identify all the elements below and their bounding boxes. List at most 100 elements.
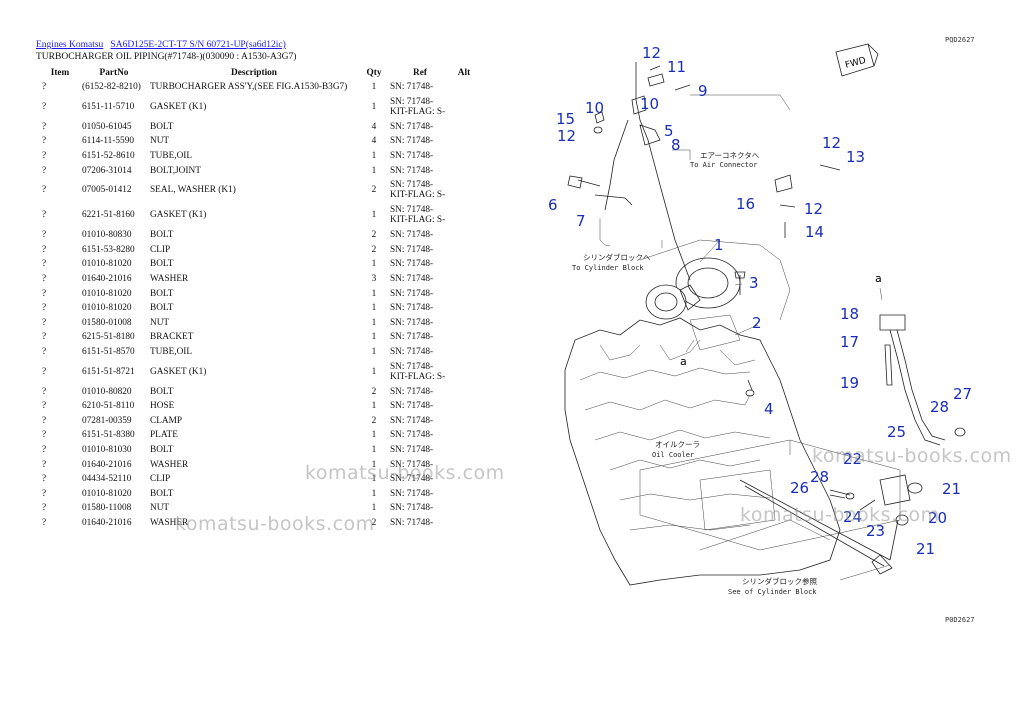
cell-item: ? — [42, 332, 47, 343]
ref-serial: SN: 71748- — [390, 244, 434, 255]
callout-label[interactable]: 10 — [585, 99, 604, 117]
breadcrumb-link-engines[interactable]: Engines Komatsu — [36, 40, 104, 50]
callout-label[interactable]: 16 — [736, 195, 755, 213]
callout-label[interactable]: 11 — [667, 58, 686, 76]
callout-label[interactable]: 21 — [942, 480, 961, 498]
cell-description: GASKET (K1) — [150, 210, 207, 221]
note-see-jp: シリンダブロック参照 — [742, 576, 817, 586]
marker-a-right: a — [875, 272, 882, 285]
callout-label[interactable]: 13 — [846, 148, 865, 166]
callout-label[interactable]: 23 — [866, 522, 885, 540]
cell-ref: SN: 71748- — [388, 134, 452, 149]
ref-serial: SN: 71748- — [390, 332, 434, 343]
cell-qty: 1 — [371, 165, 377, 176]
ref-serial: SN: 71748- — [390, 121, 434, 132]
turbocharger-drawing — [645, 257, 741, 351]
callout-label[interactable]: 4 — [764, 400, 774, 418]
callout-label[interactable]: 24 — [843, 508, 862, 526]
callout-label[interactable]: 27 — [953, 385, 972, 403]
diagram-code-top: PQD2627 — [945, 36, 975, 44]
callout-label[interactable]: 12 — [822, 134, 841, 152]
callout-label[interactable]: 22 — [843, 450, 862, 468]
cell-item: ? — [42, 488, 47, 499]
cell-description: BOLT,JOINT — [150, 165, 201, 176]
cell-description: TUBE,OIL — [150, 151, 193, 162]
callout-label[interactable]: 14 — [805, 223, 824, 241]
diagram-code-bottom: P0D2627 — [945, 616, 975, 624]
callout-label[interactable]: 12 — [642, 44, 661, 62]
cell-ref: SN: 71748- — [388, 120, 452, 135]
callout-label[interactable]: 12 — [804, 200, 823, 218]
ref-serial: SN: 71748- — [390, 459, 434, 470]
cell-ref: SN: 71748- — [388, 345, 452, 360]
cell-item: ? — [42, 459, 47, 470]
cell-ref: SN: 71748- — [388, 501, 452, 516]
cell-item: ? — [42, 517, 47, 528]
callout-label[interactable]: 10 — [640, 95, 659, 113]
cell-description: NUT — [150, 317, 170, 328]
cell-partno: 6151-52-8610 — [82, 151, 135, 162]
cell-ref: SN: 71748- — [388, 163, 452, 178]
parts-table-body: ?(6152-82-8210)TURBOCHARGER ASS'Y,(SEE F… — [36, 80, 476, 530]
cell-partno: 01640-21016 — [82, 517, 132, 528]
callout-label[interactable]: 17 — [840, 333, 859, 351]
table-row: ?(6152-82-8210)TURBOCHARGER ASS'Y,(SEE F… — [36, 80, 476, 95]
cell-description: CLIP — [150, 474, 171, 485]
cell-qty: 2 — [371, 230, 377, 241]
cell-description: BRACKET — [150, 332, 194, 343]
marker-a-right-arrow — [879, 287, 883, 301]
cell-partno: 01010-80820 — [82, 386, 132, 397]
ref-serial: SN: 71748- — [390, 288, 434, 299]
cell-partno: 01010-81020 — [82, 288, 132, 299]
ref-serial: SN: 71748- — [390, 97, 434, 108]
note-cyl-en: To Cylinder Block — [572, 264, 644, 272]
callout-label[interactable]: 1 — [714, 236, 724, 254]
cell-partno: 07206-31014 — [82, 165, 132, 176]
note-air-en: To Air Connector — [690, 161, 757, 169]
cell-partno: 6114-11-5590 — [82, 136, 134, 147]
cell-description: BOLT — [150, 303, 174, 314]
callout-label[interactable]: 20 — [928, 509, 947, 527]
cell-ref: SN: 71748- — [388, 286, 452, 301]
callout-label[interactable]: 8 — [671, 136, 681, 154]
cell-partno: 01010-81030 — [82, 444, 132, 455]
callout-label[interactable]: 28 — [930, 398, 949, 416]
callout-label[interactable]: 26 — [790, 479, 809, 497]
breadcrumb-link-model[interactable]: SA6D125E-2CT-T7 S/N 60721-UP(sa6d12ic) — [110, 40, 286, 50]
callout-label[interactable]: 18 — [840, 305, 859, 323]
cell-description: TUBE,OIL — [150, 347, 193, 358]
cell-item: ? — [42, 210, 47, 221]
callout-label[interactable]: 15 — [556, 110, 575, 128]
cell-item: ? — [42, 303, 47, 314]
callout-label[interactable]: 9 — [698, 82, 708, 100]
cell-item: ? — [42, 274, 47, 285]
callout-label[interactable]: 12 — [557, 127, 576, 145]
cell-ref: SN: 71748- — [388, 272, 452, 287]
callout-label[interactable]: 28 — [810, 468, 829, 486]
cell-item: ? — [42, 444, 47, 455]
callout-label[interactable]: 21 — [916, 540, 935, 558]
callout-label[interactable]: 7 — [576, 212, 586, 230]
callout-label[interactable]: 5 — [664, 122, 674, 140]
callout-label[interactable]: 2 — [752, 314, 762, 332]
callout-label[interactable]: 25 — [887, 423, 906, 441]
callout-label[interactable]: 3 — [749, 274, 759, 292]
note-oil-en: Oil Cooler — [652, 451, 694, 459]
cell-item: ? — [42, 185, 47, 196]
cell-ref: SN: 71748- — [388, 80, 452, 95]
cell-qty: 1 — [371, 401, 377, 412]
callout-label[interactable]: 19 — [840, 374, 859, 392]
cell-ref: SN: 71748- — [388, 516, 452, 531]
callout-label[interactable]: 6 — [548, 196, 558, 214]
cell-item: ? — [42, 121, 47, 132]
note-oil-jp: オイルクーラ — [655, 440, 700, 449]
